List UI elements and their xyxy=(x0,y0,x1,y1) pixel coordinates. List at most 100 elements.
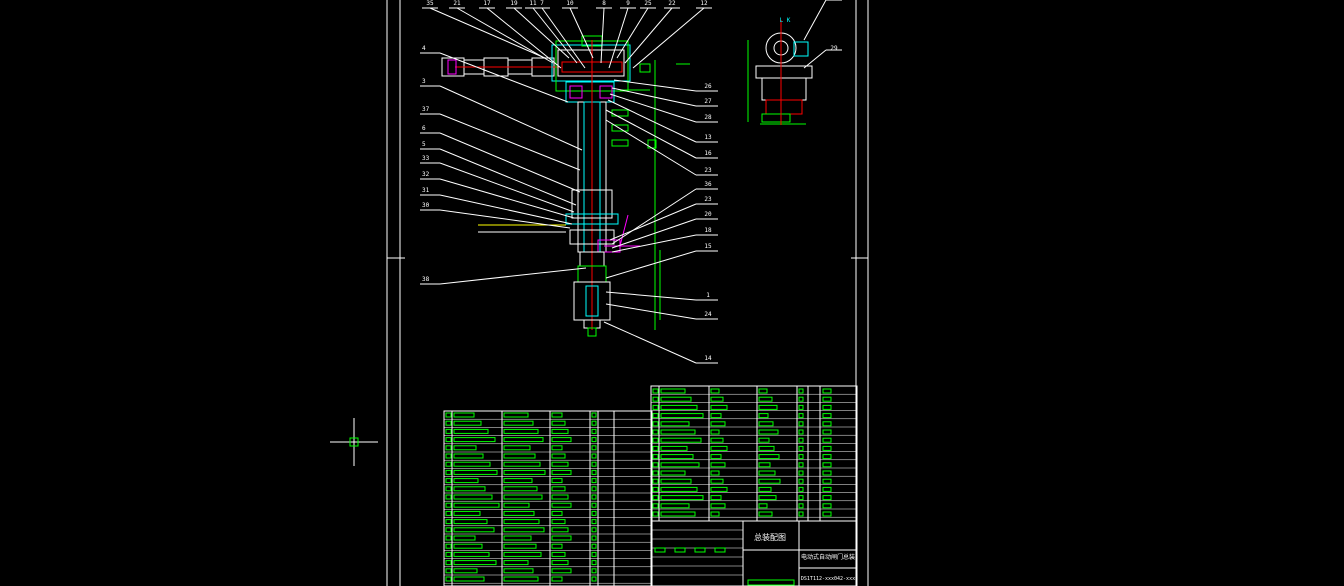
table-cell-text xyxy=(551,420,566,426)
table-cell-text xyxy=(758,429,779,435)
table-cell-text xyxy=(710,413,722,419)
table-cell-text xyxy=(453,445,477,451)
leader-line xyxy=(541,7,586,69)
table-cell-text xyxy=(660,454,694,460)
leader-line xyxy=(611,188,697,245)
table-cell-mark xyxy=(652,470,659,476)
leader-line xyxy=(605,250,697,279)
leader-line xyxy=(613,79,697,92)
table-cell-text xyxy=(758,454,780,460)
side-view-shaft xyxy=(765,99,803,115)
leader-line xyxy=(439,178,575,219)
leader-line xyxy=(532,7,578,64)
table-cell-text xyxy=(503,420,534,426)
table-cell-mark xyxy=(652,445,659,451)
leader-line xyxy=(605,109,697,159)
table-cell-text xyxy=(503,502,530,508)
table-cell-mark xyxy=(445,535,452,541)
table-cell-mark xyxy=(652,429,659,435)
balloon-label: 19 xyxy=(510,0,518,7)
leader-line xyxy=(609,203,697,241)
table-cell-mark xyxy=(445,445,452,451)
table-cell-text xyxy=(822,437,832,443)
table-cell-mark xyxy=(445,551,452,557)
table-cell-text xyxy=(551,453,566,459)
table-cell-mark xyxy=(652,413,659,419)
table-cell-mark xyxy=(591,502,597,508)
table-cell-mark xyxy=(591,576,597,582)
table-cell-text xyxy=(453,543,483,549)
table-cell-text xyxy=(660,437,702,443)
table-cell-text xyxy=(660,413,704,419)
table-cell-mark xyxy=(652,388,659,394)
bearing-left xyxy=(569,85,583,99)
bearing-right xyxy=(599,85,613,99)
table-border xyxy=(443,410,653,586)
table-cell-text xyxy=(503,428,539,434)
table-cell-text xyxy=(551,543,563,549)
table-cell-text xyxy=(822,404,832,410)
table-cell-text xyxy=(453,453,484,459)
table-cell-mark xyxy=(652,404,659,410)
table-cell-text xyxy=(710,445,728,451)
balloon-label: 8 xyxy=(602,0,606,7)
table-cell-text xyxy=(710,454,722,460)
table-cell-text xyxy=(758,486,772,492)
table-cell-mark xyxy=(445,478,452,484)
table-cell-mark xyxy=(591,551,597,557)
table-cell-mark xyxy=(445,469,452,475)
table-cell-text xyxy=(660,503,690,509)
table-cell-text xyxy=(710,437,724,443)
balloon-label: 12 xyxy=(700,0,708,7)
table-cell-text xyxy=(453,428,489,434)
table-cell-mark xyxy=(591,494,597,500)
balloon-label: 17 xyxy=(483,0,491,7)
table-cell-text xyxy=(551,551,566,557)
title-block-border xyxy=(650,520,858,586)
table-cell-text xyxy=(710,462,726,468)
table-cell-mark xyxy=(445,412,452,418)
hydraulic-line xyxy=(619,214,629,247)
table-cell-text xyxy=(758,421,774,427)
table-cell-text xyxy=(660,429,696,435)
cursor-crosshair[interactable] xyxy=(330,418,378,466)
leader-line xyxy=(439,113,581,171)
table-cell-mark xyxy=(798,470,804,476)
table-cell-mark xyxy=(591,527,597,533)
arm-joint xyxy=(447,59,457,75)
table-cell-mark xyxy=(445,543,452,549)
parts-list-table xyxy=(443,385,858,586)
table-cell-text xyxy=(710,429,720,435)
side-view-base xyxy=(755,65,813,79)
table-cell-mark xyxy=(591,568,597,574)
balloon-label: 9 xyxy=(626,0,630,7)
table-cell-text xyxy=(503,412,529,418)
table-cell-text xyxy=(503,551,542,557)
table-cell-text xyxy=(503,568,534,574)
leader-line xyxy=(439,162,575,213)
table-cell-text xyxy=(660,421,690,427)
balloon-label: 33 xyxy=(422,155,430,162)
table-cell-text xyxy=(710,495,722,501)
project-title: 电动式自动闸门总装 xyxy=(801,553,855,561)
drawing-title: 总装配图 xyxy=(754,532,786,542)
table-cell-mark xyxy=(798,454,804,460)
table-cell-text xyxy=(453,461,491,467)
table-cell-text xyxy=(758,388,768,394)
table-cell-text xyxy=(660,388,686,394)
balloon-label: 20 xyxy=(704,211,712,218)
balloon-label: 36 xyxy=(704,181,712,188)
table-cell-mark xyxy=(798,511,804,517)
table-cell-mark xyxy=(445,428,452,434)
table-cell-mark xyxy=(591,519,597,525)
table-cell-mark xyxy=(798,462,804,468)
leader-line xyxy=(456,7,554,64)
feature-mark xyxy=(611,124,629,132)
leader-line xyxy=(600,7,605,64)
table-cell-mark xyxy=(798,413,804,419)
title-block: 总装配图 电动式自动闸门总装 DS1T112-xxx042-xxx L K xyxy=(754,17,855,582)
balloon-label: 29 xyxy=(830,45,838,52)
table-cell-mark xyxy=(798,495,804,501)
leader-line xyxy=(605,119,697,176)
